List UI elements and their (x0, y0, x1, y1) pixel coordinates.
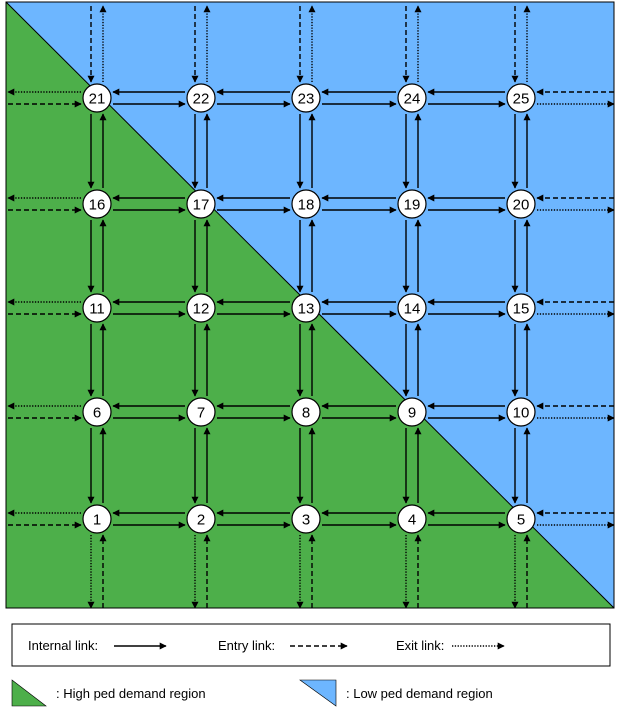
node-6: 6 (82, 397, 112, 427)
node-circle (186, 83, 216, 113)
node-label: 15 (513, 301, 530, 318)
node-19: 19 (397, 189, 427, 219)
node-3: 3 (291, 504, 321, 534)
node-label: 12 (193, 301, 210, 318)
node-label: 21 (89, 91, 106, 108)
node-circle (291, 504, 321, 534)
high-demand-label: : High ped demand region (56, 686, 206, 701)
node-label: 9 (408, 405, 416, 422)
node-2: 2 (186, 504, 216, 534)
node-label: 2 (197, 512, 205, 529)
node-label: 3 (302, 512, 310, 529)
node-17: 17 (186, 189, 216, 219)
node-label: 1 (93, 512, 101, 529)
node-circle (506, 293, 536, 323)
node-label: 17 (193, 197, 210, 214)
node-circle (82, 397, 112, 427)
node-4: 4 (397, 504, 427, 534)
node-23: 23 (291, 83, 321, 113)
node-5: 5 (506, 504, 536, 534)
node-label: 24 (404, 91, 421, 108)
node-circle (397, 504, 427, 534)
node-label: 18 (298, 197, 315, 214)
node-10: 10 (506, 397, 536, 427)
node-label: 22 (193, 91, 210, 108)
node-circle (291, 83, 321, 113)
low-demand-swatch (299, 679, 337, 707)
node-label: 16 (89, 197, 106, 214)
legend-exit-label: Exit link: (396, 638, 444, 653)
node-circle (82, 293, 112, 323)
node-15: 15 (506, 293, 536, 323)
node-label: 7 (197, 405, 205, 422)
node-16: 16 (82, 189, 112, 219)
node-11: 11 (82, 293, 112, 323)
node-circle (397, 83, 427, 113)
links-layer (7, 5, 615, 609)
node-20: 20 (506, 189, 536, 219)
node-circle (186, 189, 216, 219)
node-label: 20 (513, 197, 530, 214)
node-circle (506, 504, 536, 534)
node-label: 8 (302, 405, 310, 422)
node-circle (397, 189, 427, 219)
node-circle (186, 397, 216, 427)
node-label: 23 (298, 91, 315, 108)
node-circle (82, 189, 112, 219)
node-circle (291, 293, 321, 323)
legend-entry-label: Entry link: (218, 638, 275, 653)
node-label: 5 (517, 512, 525, 529)
node-label: 4 (408, 512, 416, 529)
network-border (5, 1, 615, 609)
node-label: 13 (298, 301, 315, 318)
node-circle (82, 504, 112, 534)
node-25: 25 (506, 83, 536, 113)
node-label: 25 (513, 91, 530, 108)
node-circle (82, 83, 112, 113)
low-demand-label: : Low ped demand region (346, 686, 493, 701)
high-demand-swatch (11, 679, 47, 707)
node-label: 14 (404, 301, 421, 318)
node-circle (186, 504, 216, 534)
legend-internal-label: Internal link: (28, 638, 98, 653)
node-7: 7 (186, 397, 216, 427)
node-12: 12 (186, 293, 216, 323)
node-1: 1 (82, 504, 112, 534)
node-circle (291, 189, 321, 219)
node-9: 9 (397, 397, 427, 427)
node-label: 10 (513, 405, 530, 422)
node-label: 19 (404, 197, 421, 214)
node-22: 22 (186, 83, 216, 113)
node-label: 6 (93, 405, 101, 422)
node-14: 14 (397, 293, 427, 323)
node-24: 24 (397, 83, 427, 113)
node-circle (291, 397, 321, 427)
node-circle (506, 189, 536, 219)
legend-box (11, 623, 611, 667)
node-circle (186, 293, 216, 323)
node-8: 8 (291, 397, 321, 427)
node-21: 21 (82, 83, 112, 113)
node-circle (506, 83, 536, 113)
node-13: 13 (291, 293, 321, 323)
node-circle (506, 397, 536, 427)
node-18: 18 (291, 189, 321, 219)
node-label: 11 (89, 301, 105, 318)
node-circle (397, 397, 427, 427)
node-circle (397, 293, 427, 323)
